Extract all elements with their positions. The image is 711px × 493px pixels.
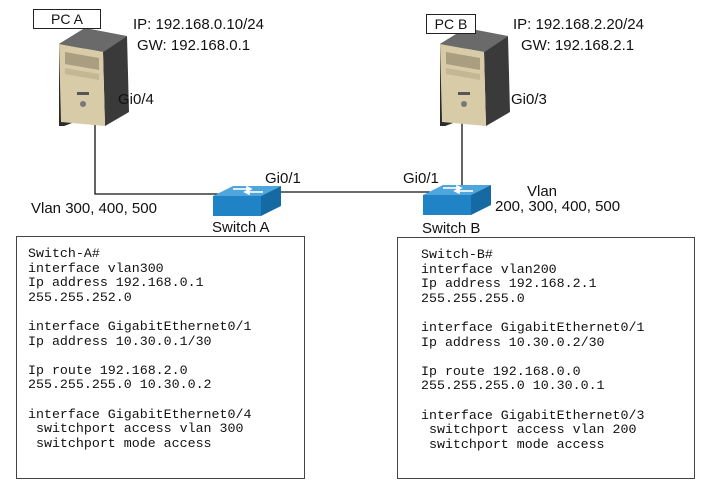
- pc-a-port: Gi0/4: [118, 91, 154, 108]
- pc-b-tower-icon: [440, 28, 510, 126]
- link-pca-switcha: [94, 118, 218, 195]
- pc-a-tower-icon: [59, 28, 129, 126]
- config-line: 255.255.255.0: [421, 290, 525, 306]
- config-line: Switch-B#: [421, 247, 493, 262]
- pc-a-ip: IP: 192.168.0.10/24: [133, 16, 264, 33]
- config-line: [28, 349, 304, 364]
- pc-b-label: PC B: [426, 14, 476, 34]
- switch-a-uplink-port: Gi0/1: [265, 170, 301, 187]
- config-line: [28, 393, 304, 408]
- config-line: switchport mode access: [421, 436, 605, 452]
- switch-b-vlans: 200, 300, 400, 500: [495, 198, 621, 215]
- switch-b-name: Switch B: [422, 220, 481, 237]
- config-line: 255.255.255.0 10.30.0.1: [421, 378, 605, 394]
- switch-a-vlans: Vlan 300, 400, 500: [31, 200, 157, 217]
- pc-b-ip: IP: 192.168.2.20/24: [513, 16, 644, 33]
- switch-a-icon: [213, 185, 281, 216]
- config-line: interface vlan200: [421, 261, 557, 277]
- config-line: 255.255.255.0 10.30.0.2: [28, 377, 212, 393]
- config-line: interface GigabitEthernet0/1: [421, 319, 645, 335]
- switch-b-vlan-label: Vlan: [527, 183, 558, 200]
- config-line: Ip route 192.168.2.0: [28, 362, 188, 378]
- pc-a-label: PC A: [33, 9, 101, 29]
- config-line: Ip route 192.168.0.0: [421, 363, 581, 379]
- pc-a-gateway: GW: 192.168.0.1: [137, 37, 251, 54]
- config-line: Ip address 10.30.0.2/30: [421, 334, 605, 350]
- switch-b-uplink-port: Gi0/1: [403, 170, 439, 187]
- config-line: switchport access vlan 300: [28, 421, 244, 437]
- config-line: Switch-A#: [28, 246, 100, 261]
- config-line: switchport access vlan 200: [421, 422, 637, 438]
- config-line: interface GigabitEthernet0/4: [28, 406, 252, 422]
- config-line: switchport mode access: [28, 435, 212, 451]
- config-line: interface vlan300: [28, 260, 164, 276]
- config-line: 255.255.252.0: [28, 289, 132, 305]
- config-line: interface GigabitEthernet0/3: [421, 407, 645, 423]
- pc-b-port: Gi0/3: [511, 91, 547, 108]
- switch-a-name: Switch A: [212, 219, 270, 236]
- config-line: Ip address 192.168.2.1: [421, 276, 597, 292]
- config-line: [421, 306, 694, 321]
- switch-b-icon: [423, 184, 491, 215]
- config-line: [421, 394, 694, 409]
- config-line: [28, 305, 304, 320]
- config-line: Ip address 10.30.0.1/30: [28, 333, 212, 349]
- config-line: interface GigabitEthernet0/1: [28, 318, 252, 334]
- pc-b-gateway: GW: 192.168.2.1: [521, 37, 635, 54]
- config-line: [421, 350, 694, 365]
- config-line: Ip address 192.168.0.1: [28, 275, 204, 291]
